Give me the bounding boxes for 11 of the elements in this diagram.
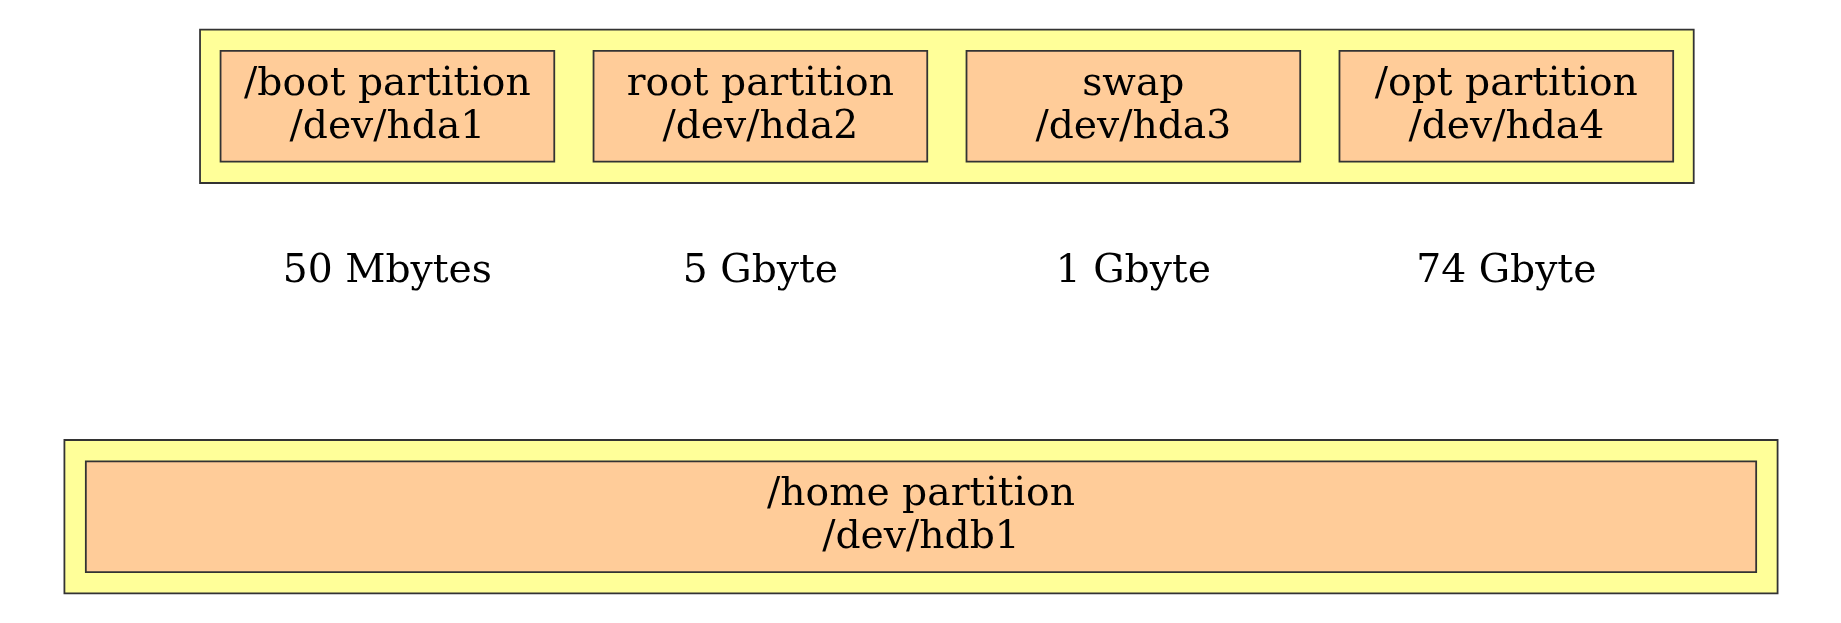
node-box: /home partition /dev/hdb1 [84,460,1757,573]
node-box: root partition /dev/hda2 [592,50,928,163]
node-label: 1 Gbyte [1055,246,1211,292]
node-box: /boot partition /dev/hda1 [219,50,555,163]
cluster [198,28,1695,184]
node-label: 50 Mbytes [282,246,492,292]
node-box: swap /dev/hda3 [965,50,1301,163]
cluster [63,439,1778,595]
node-label: 74 Gbyte [1415,246,1596,292]
node-box: /opt partition /dev/hda4 [1338,50,1674,163]
node-label: 5 Gbyte [682,246,838,292]
